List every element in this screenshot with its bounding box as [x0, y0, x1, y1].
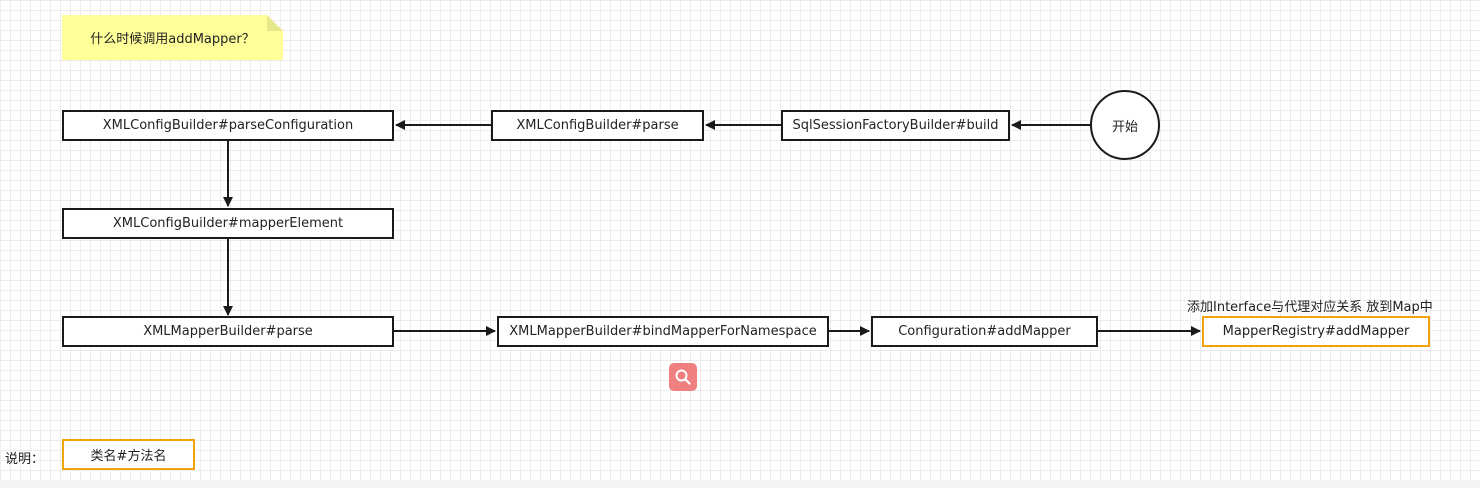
start-node-label: 开始 [1111, 119, 1138, 135]
node-xmlconfigbuilder-parseconfiguration[interactable]: XMLConfigBuilder#parseConfiguration [62, 110, 394, 141]
node-label: XMLConfigBuilder#parse [516, 118, 679, 133]
node-label: MapperRegistry#addMapper [1222, 324, 1410, 339]
node-label: XMLConfigBuilder#parseConfiguration [102, 118, 354, 133]
search-icon [675, 369, 691, 385]
node-mapperregistry-addmapper[interactable]: MapperRegistry#addMapper [1202, 316, 1430, 347]
legend-sample-text: 类名#方法名 [90, 449, 167, 464]
node-label: XMLMapperBuilder#parse [143, 324, 313, 339]
node-xmlmapperbuilder-bindmapperfornamespace[interactable]: XMLMapperBuilder#bindMapperForNamespace [497, 316, 829, 347]
legend-label: 说明： [5, 452, 45, 467]
node-configuration-addmapper[interactable]: Configuration#addMapper [871, 316, 1098, 347]
node-sqlsessionfactorybuilder-build[interactable]: SqlSessionFactoryBuilder#build [781, 110, 1010, 141]
legend-sample-node[interactable]: 类名#方法名 [62, 439, 195, 470]
sticky-note[interactable] [62, 15, 283, 60]
floating-search-button[interactable] [669, 363, 697, 391]
start-node[interactable]: 开始 [1090, 90, 1160, 160]
canvas-bottom-bar [0, 480, 1480, 488]
node-label: XMLMapperBuilder#bindMapperForNamespace [509, 324, 817, 339]
sticky-note-text: 什么时候调用addMapper？ [90, 32, 255, 47]
node-label: XMLConfigBuilder#mapperElement [112, 216, 344, 231]
node-label: Configuration#addMapper [898, 324, 1071, 339]
registry-annotation: 添加Interface与代理对应关系 放到Map中 [1187, 300, 1433, 315]
node-xmlconfigbuilder-parse[interactable]: XMLConfigBuilder#parse [491, 110, 704, 141]
node-xmlconfigbuilder-mapperelement[interactable]: XMLConfigBuilder#mapperElement [62, 208, 394, 239]
node-xmlmapperbuilder-parse[interactable]: XMLMapperBuilder#parse [62, 316, 394, 347]
node-label: SqlSessionFactoryBuilder#build [792, 118, 999, 133]
